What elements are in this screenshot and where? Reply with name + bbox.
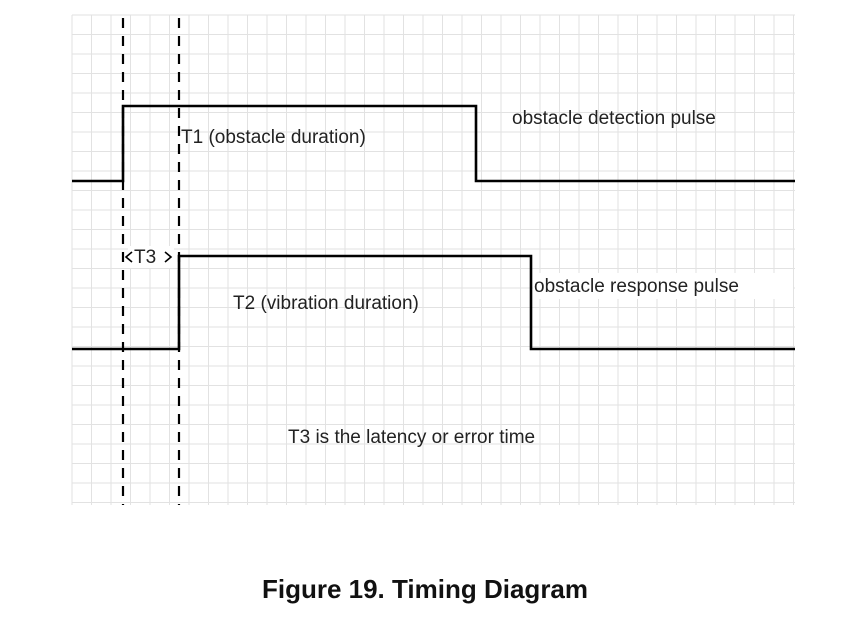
t2-label: T2 (vibration duration): [233, 293, 419, 314]
detection-pulse-waveform: [72, 104, 795, 183]
latency-note: T3 is the latency or error time: [288, 427, 535, 448]
response-pulse-label: obstacle response pulse: [534, 276, 739, 297]
t1-label: T1 (obstacle duration): [181, 127, 366, 148]
figure-caption: Figure 19. Timing Diagram: [261, 574, 589, 604]
timing-diagram: T1 (obstacle duration) obstacle detectio…: [71, 14, 795, 505]
response-pulse-waveform: [72, 254, 795, 351]
detection-pulse-label: obstacle detection pulse: [512, 108, 716, 129]
t3-label-bg: [128, 246, 174, 268]
response-pulse-label-bg: [533, 273, 793, 299]
background-grid: [71, 14, 795, 505]
t3-label: T3: [134, 247, 156, 268]
t3-right-arrowhead: [164, 251, 173, 263]
t3-left-arrowhead: [124, 251, 133, 263]
